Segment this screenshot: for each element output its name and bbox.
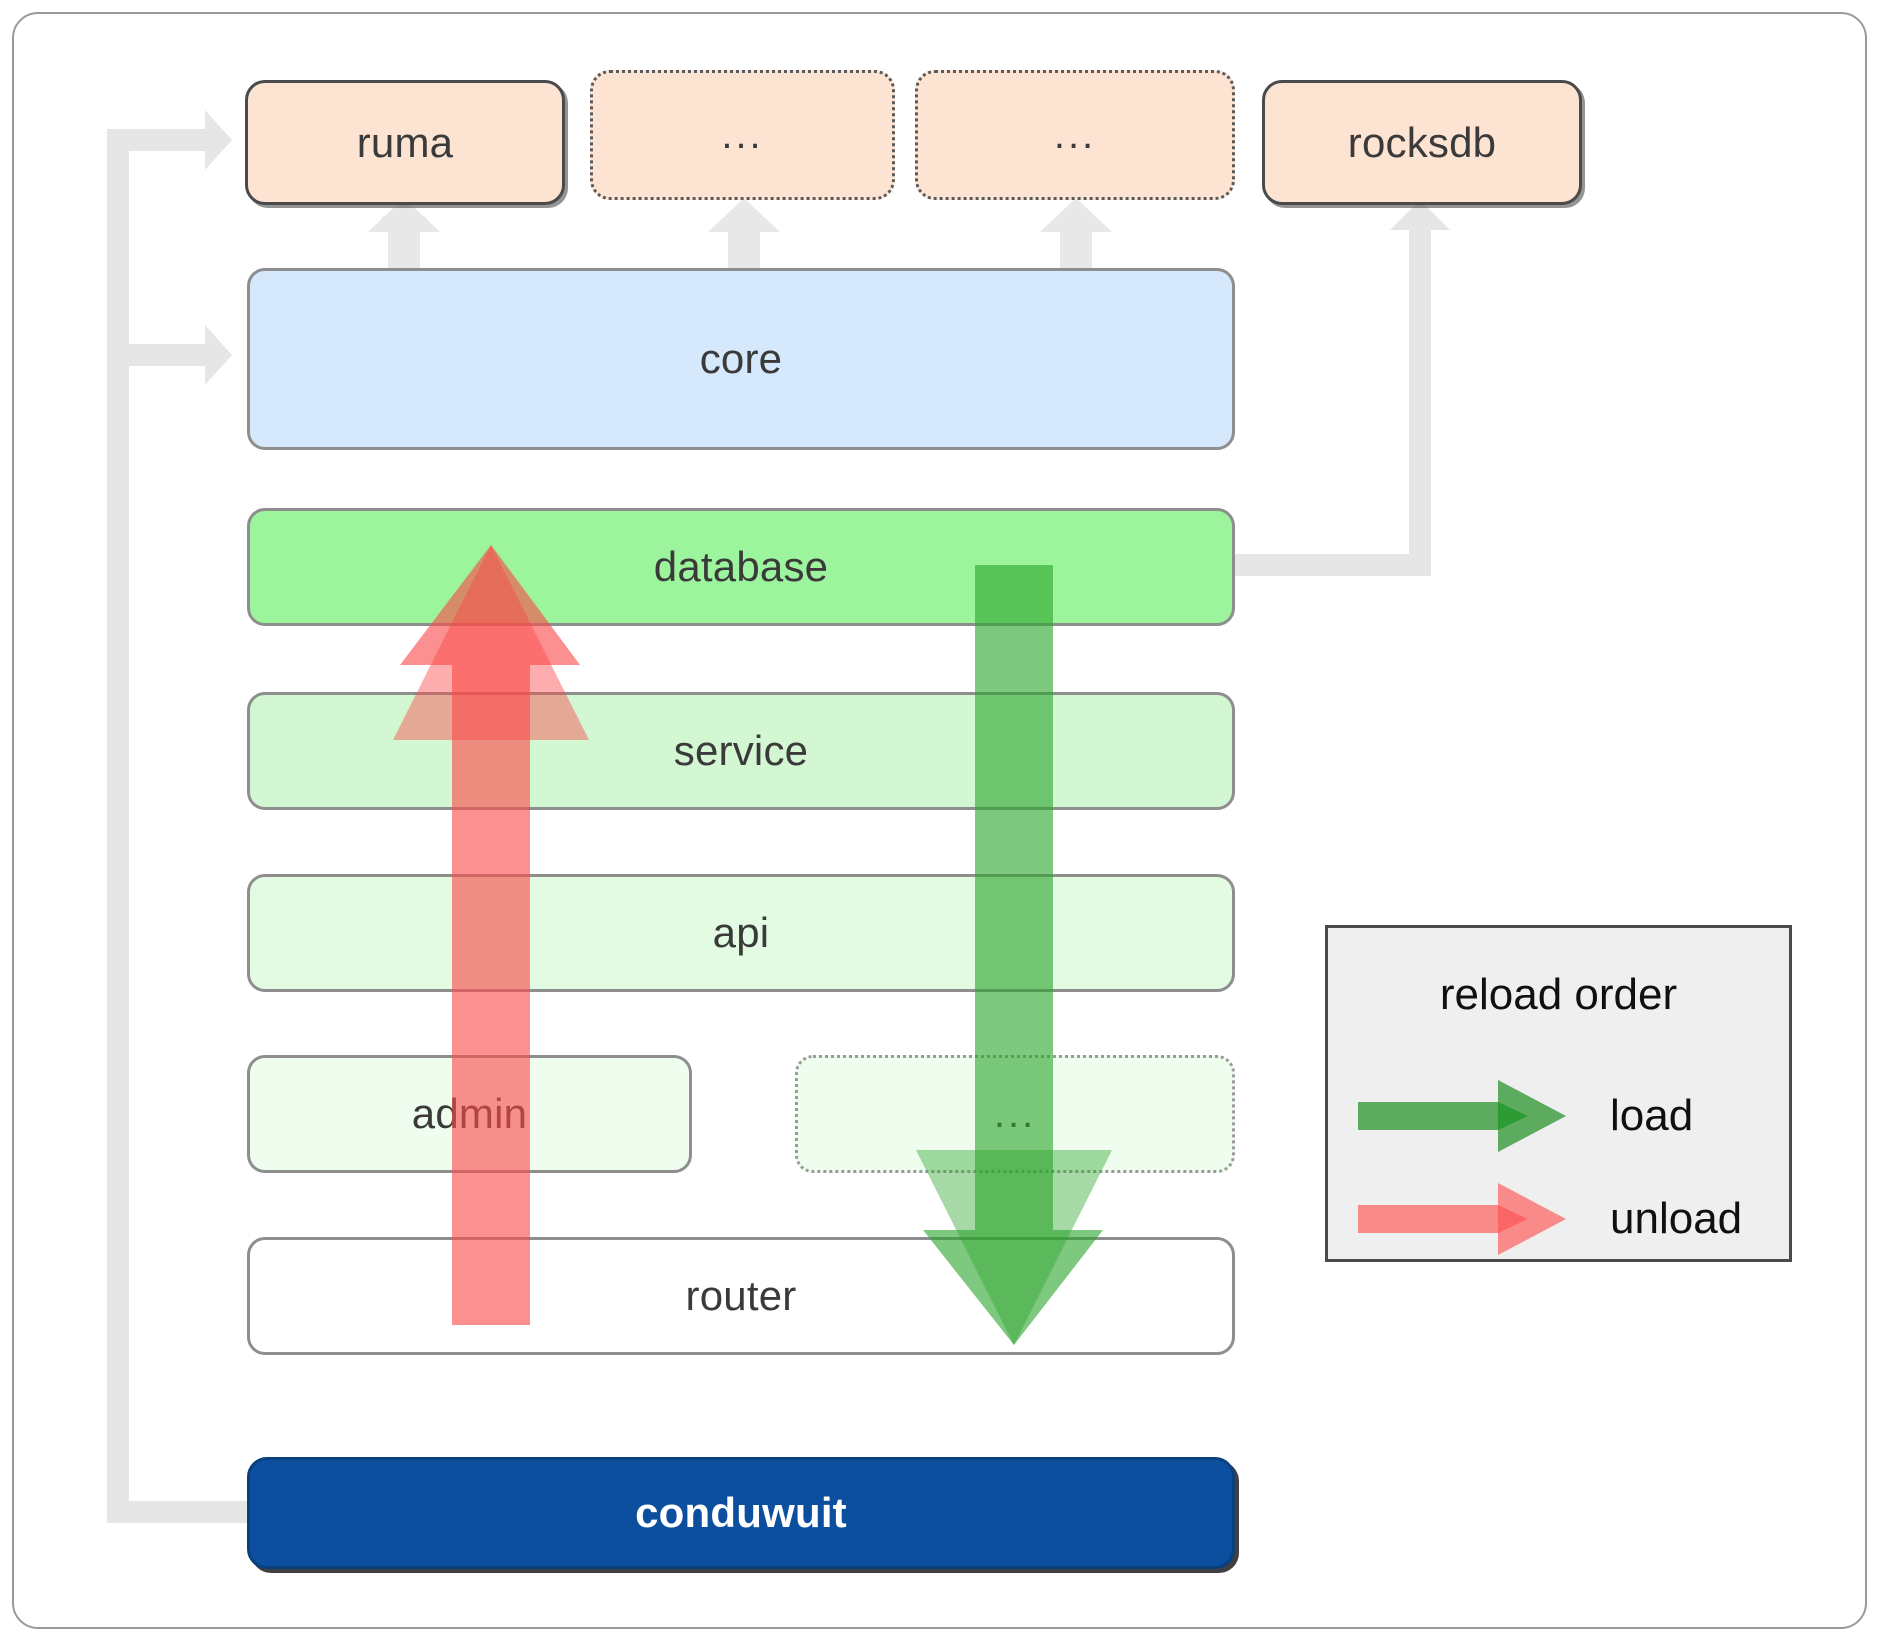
node-database-label: database (653, 543, 829, 590)
node-conduwuit-label: conduwuit (635, 1489, 847, 1536)
node-rocksdb[interactable]: rocksdb (1262, 80, 1582, 205)
node-extras-placeholder-label: ... (993, 1092, 1037, 1136)
node-core-label: core (699, 335, 783, 382)
node-conduwuit[interactable]: conduwuit (247, 1457, 1235, 1569)
node-dependency-placeholder-1[interactable]: ... (590, 70, 895, 200)
node-dependency-placeholder-1-label: ... (721, 113, 764, 157)
legend-title: reload order (1439, 970, 1678, 1019)
node-admin[interactable]: admin (247, 1055, 692, 1173)
node-database[interactable]: database (247, 508, 1235, 626)
node-service[interactable]: service (247, 692, 1235, 810)
node-admin-label: admin (411, 1090, 528, 1137)
legend-row-unload: unload (1328, 1171, 1795, 1267)
node-ruma[interactable]: ruma (245, 80, 565, 205)
node-core[interactable]: core (247, 268, 1235, 450)
legend-label-load: load (1610, 1091, 1694, 1140)
node-router-label: router (685, 1272, 797, 1319)
node-dependency-placeholder-2[interactable]: ... (915, 70, 1235, 200)
node-api-label: api (712, 909, 770, 956)
node-service-label: service (673, 727, 809, 774)
node-ruma-label: ruma (356, 118, 454, 166)
node-rocksdb-label: rocksdb (1347, 118, 1497, 166)
legend-panel: reload order load unload (1325, 925, 1792, 1262)
node-dependency-placeholder-2-label: ... (1053, 113, 1097, 157)
unload-arrow-icon (1358, 1183, 1566, 1255)
legend-row-load: load (1328, 1068, 1795, 1164)
node-api[interactable]: api (247, 874, 1235, 992)
diagram-frame (12, 12, 1867, 1629)
node-router[interactable]: router (247, 1237, 1235, 1355)
legend-label-unload: unload (1610, 1194, 1743, 1243)
load-arrow-icon (1358, 1080, 1566, 1152)
node-extras-placeholder[interactable]: ... (795, 1055, 1235, 1173)
